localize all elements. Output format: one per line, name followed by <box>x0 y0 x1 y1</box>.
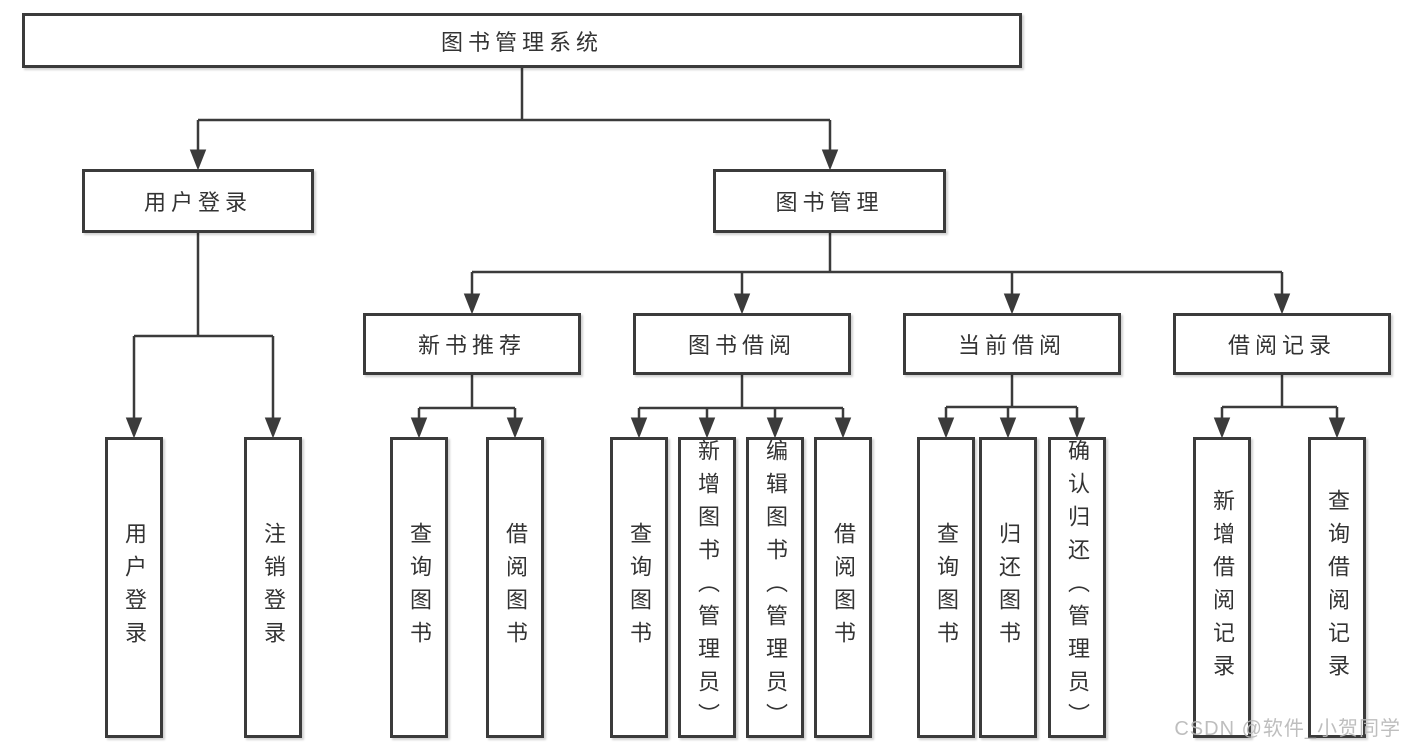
leaf-current-query-book-label: 查询图书 <box>934 521 959 654</box>
node-user-login: 用户登录 <box>82 169 314 233</box>
node-current-borrow-label: 当前借阅 <box>957 333 1066 358</box>
node-root-label: 图书管理系统 <box>440 29 603 55</box>
connector-borrow-split <box>630 375 852 439</box>
leaf-borrow-query-book-label: 查询图书 <box>627 521 652 654</box>
leaf-records-query-record: 查询借阅记录 <box>1308 437 1366 738</box>
leaf-logout-label: 注销登录 <box>261 521 286 654</box>
leaf-borrow-borrow-book-label: 借阅图书 <box>831 521 856 654</box>
leaf-recommend-borrow-book: 借阅图书 <box>486 437 544 738</box>
leaf-user-login-label: 用户登录 <box>122 521 147 654</box>
leaf-current-return-book-label: 归还图书 <box>996 521 1021 654</box>
connector-root-split <box>189 68 839 171</box>
node-borrow-records-label: 借阅记录 <box>1227 333 1336 358</box>
node-current-borrow: 当前借阅 <box>903 313 1121 375</box>
connector-current-split <box>937 375 1086 439</box>
csdn-watermark: CSDN @软件_小贺同学 <box>1174 718 1401 740</box>
leaf-user-login: 用户登录 <box>105 437 163 738</box>
leaf-borrow-add-book-label: 新增图书（管理员） <box>695 439 720 736</box>
node-book-borrow: 图书借阅 <box>633 313 851 375</box>
leaf-recommend-query-book: 查询图书 <box>390 437 448 738</box>
node-book-borrow-label: 图书借阅 <box>687 333 796 358</box>
leaf-borrow-borrow-book: 借阅图书 <box>814 437 872 738</box>
node-new-book-recommend: 新书推荐 <box>363 313 581 375</box>
leaf-records-add-record: 新增借阅记录 <box>1193 437 1251 738</box>
leaf-borrow-edit-book-label: 编辑图书（管理员） <box>763 439 788 736</box>
node-book-management: 图书管理 <box>713 169 946 233</box>
leaf-logout: 注销登录 <box>244 437 302 738</box>
node-new-book-recommend-label: 新书推荐 <box>417 333 526 358</box>
node-borrow-records: 借阅记录 <box>1173 313 1391 375</box>
leaf-borrow-add-book: 新增图书（管理员） <box>678 437 736 738</box>
connector-recommend-split <box>410 375 524 439</box>
leaf-records-add-record-label: 新增借阅记录 <box>1210 488 1235 687</box>
leaf-current-return-book: 归还图书 <box>979 437 1037 738</box>
leaf-borrow-query-book: 查询图书 <box>610 437 668 738</box>
leaf-borrow-edit-book: 编辑图书（管理员） <box>746 437 804 738</box>
leaf-records-query-record-label: 查询借阅记录 <box>1325 488 1350 687</box>
leaf-current-query-book: 查询图书 <box>917 437 975 738</box>
node-user-login-label: 用户登录 <box>143 190 252 215</box>
node-book-management-label: 图书管理 <box>775 190 884 215</box>
leaf-recommend-borrow-book-label: 借阅图书 <box>503 521 528 654</box>
leaf-recommend-query-book-label: 查询图书 <box>407 521 432 654</box>
leaf-current-confirm-return: 确认归还（管理员） <box>1048 437 1106 738</box>
node-root: 图书管理系统 <box>22 13 1022 68</box>
connector-records-split <box>1213 375 1346 439</box>
leaf-current-confirm-return-label: 确认归还（管理员） <box>1065 439 1090 736</box>
connector-management-split <box>463 233 1291 315</box>
connector-login-split <box>125 233 282 439</box>
